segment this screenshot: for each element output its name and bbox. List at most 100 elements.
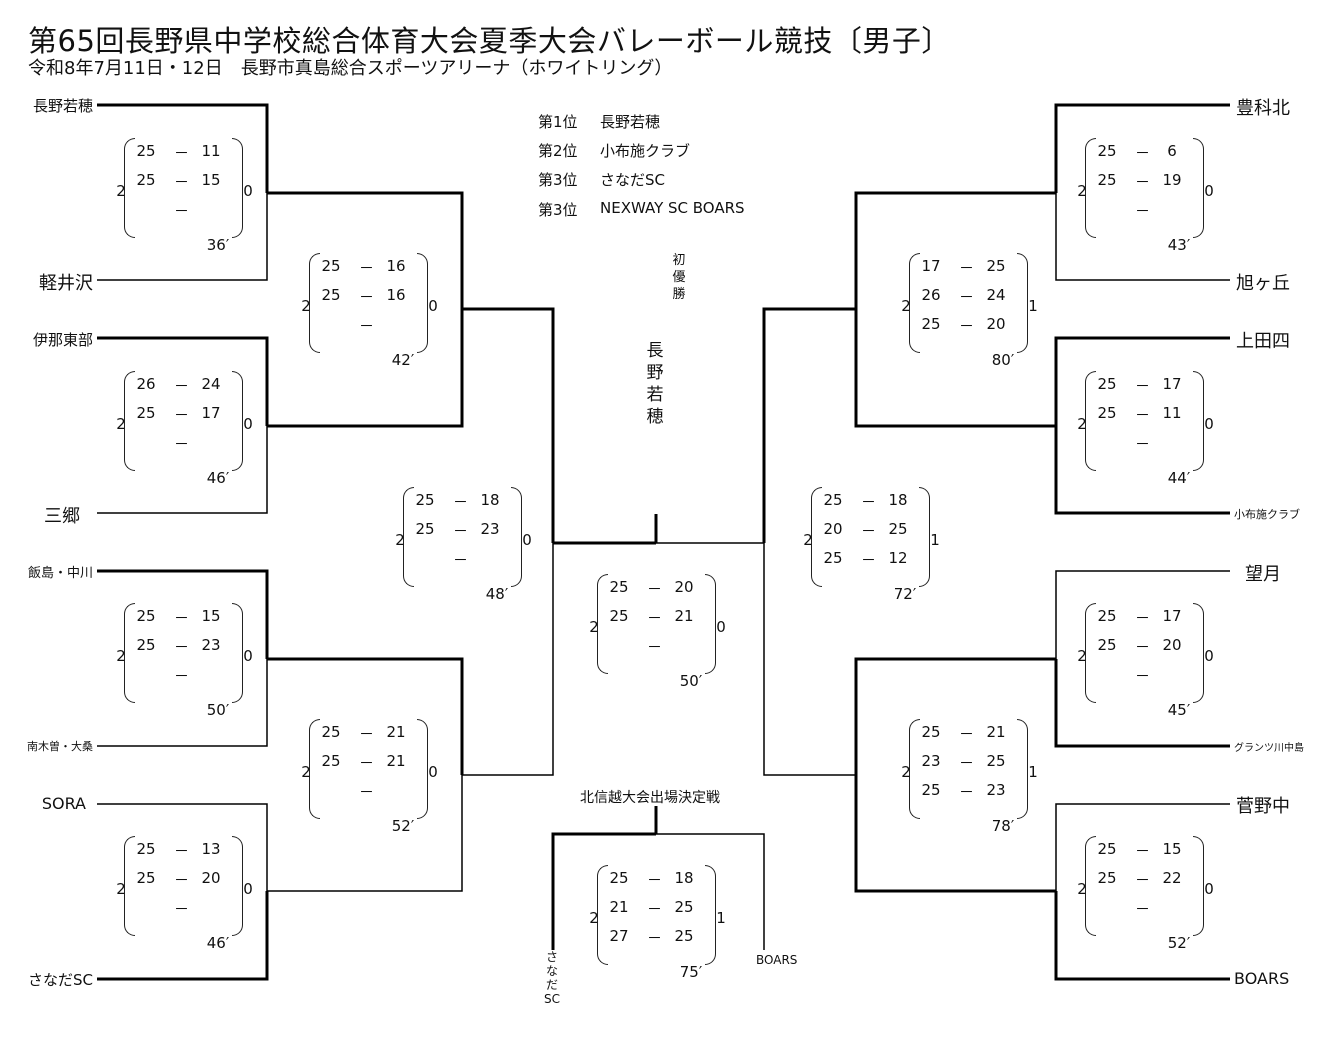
- line-rs-bot: [763, 543, 856, 776]
- set-score-away: 21: [674, 607, 694, 625]
- set-score-dash: －: [959, 754, 975, 772]
- set-score-home: 25: [1097, 869, 1117, 887]
- set-score-dash: －: [174, 435, 190, 453]
- rank-place-1: 第1位: [538, 113, 578, 131]
- set-score-row: 25－16: [309, 286, 439, 308]
- set-score-dash: －: [1135, 667, 1151, 685]
- sets-won-home: 2: [901, 297, 911, 315]
- set-score-row: 25－21: [597, 607, 727, 629]
- set-score-away: 18: [480, 491, 500, 509]
- set-score-away: 25: [986, 257, 1006, 275]
- set-score-away: 21: [386, 752, 406, 770]
- sets-won-away: 0: [522, 531, 532, 549]
- first-win-label: 初優勝: [672, 253, 686, 302]
- set-score-row: －: [124, 665, 254, 687]
- set-score-row: 20－25: [811, 520, 941, 542]
- right-team-3: 上田四: [1236, 331, 1290, 352]
- line-r2-bot: [1054, 426, 1230, 515]
- set-score-row: 25－15: [124, 607, 254, 629]
- set-score-row: 25－23: [909, 781, 1039, 803]
- set-score-away: 20: [674, 578, 694, 596]
- set-score-dash: －: [174, 609, 190, 627]
- left-team-3: 伊那東部: [32, 331, 93, 349]
- set-score-away: 17: [201, 404, 221, 422]
- set-score-dash: －: [861, 522, 877, 540]
- set-score-dash: －: [174, 871, 190, 889]
- set-score-home: 25: [136, 404, 156, 422]
- left-team-2: 軽井沢: [39, 273, 93, 294]
- set-score-row: 25－21: [309, 752, 439, 774]
- set-score-dash: －: [1135, 435, 1151, 453]
- set-score-away: 18: [888, 491, 908, 509]
- line-l1-top: [97, 103, 269, 193]
- sets-won-home: 2: [301, 763, 311, 781]
- line-rq2-top: [854, 657, 1056, 775]
- set-score-away: 13: [201, 840, 221, 858]
- right-team-2: 旭ヶ丘: [1236, 273, 1290, 294]
- sets-won-away: 0: [428, 297, 438, 315]
- set-score-away: 20: [1162, 636, 1182, 654]
- set-score-dash: －: [1135, 842, 1151, 860]
- set-score-away: 25: [674, 898, 694, 916]
- set-score-row: 25－6: [1085, 142, 1215, 164]
- set-score-dash: －: [647, 638, 663, 656]
- set-score-row: 25－21: [309, 723, 439, 745]
- set-score-dash: －: [174, 842, 190, 860]
- match-duration: 52′: [1167, 934, 1191, 952]
- set-score-home: 17: [921, 257, 941, 275]
- set-score-away: 25: [888, 520, 908, 538]
- set-score-home: 25: [1097, 607, 1117, 625]
- line-r1-top: [1054, 103, 1230, 193]
- set-score-row: 25－20: [909, 315, 1039, 337]
- line-lq2-top: [267, 657, 464, 775]
- left-team-1: 長野若穂: [32, 97, 93, 115]
- line-l3-top: [97, 569, 269, 659]
- sets-won-away: 1: [716, 909, 726, 927]
- set-score-away: 16: [386, 257, 406, 275]
- set-score-row: 27－25: [597, 927, 727, 949]
- set-score-row: 25－15: [124, 171, 254, 193]
- match-duration: 52′: [391, 817, 415, 835]
- set-score-home: 26: [921, 286, 941, 304]
- set-score-home: 25: [1097, 840, 1117, 858]
- line-l2-top: [97, 336, 269, 426]
- set-score-away: 18: [674, 869, 694, 887]
- champion-name: 長野若穂: [646, 341, 664, 427]
- set-score-row: 25－13: [124, 840, 254, 862]
- set-score-row: 26－24: [909, 286, 1039, 308]
- sets-won-away: 0: [1204, 182, 1214, 200]
- sets-won-away: 1: [930, 531, 940, 549]
- line-lq2-bot: [267, 775, 463, 892]
- sets-won-home: 2: [301, 297, 311, 315]
- sets-won-away: 0: [1204, 415, 1214, 433]
- set-score-home: 25: [1097, 142, 1117, 160]
- set-score-row: －: [309, 781, 439, 803]
- line-rs-top: [762, 307, 856, 543]
- match-duration: 36′: [206, 236, 230, 254]
- set-score-home: 25: [136, 869, 156, 887]
- set-score-row: －: [403, 549, 533, 571]
- set-score-dash: －: [174, 638, 190, 656]
- line-rq1-top: [854, 191, 1056, 309]
- match-duration: 44′: [1167, 469, 1191, 487]
- set-score-home: 25: [321, 257, 341, 275]
- set-score-away: 12: [888, 549, 908, 567]
- set-score-row: 26－24: [124, 375, 254, 397]
- sets-won-away: 1: [1028, 763, 1038, 781]
- set-score-row: 25－23: [403, 520, 533, 542]
- set-score-dash: －: [359, 288, 375, 306]
- set-score-row: －: [124, 898, 254, 920]
- set-score-home: 26: [136, 375, 156, 393]
- set-score-row: －: [1085, 665, 1215, 687]
- set-score-dash: －: [1135, 377, 1151, 395]
- set-score-home: 25: [321, 723, 341, 741]
- sets-won-home: 2: [589, 618, 599, 636]
- line-r4-bot: [1054, 891, 1230, 981]
- set-score-away: 15: [201, 171, 221, 189]
